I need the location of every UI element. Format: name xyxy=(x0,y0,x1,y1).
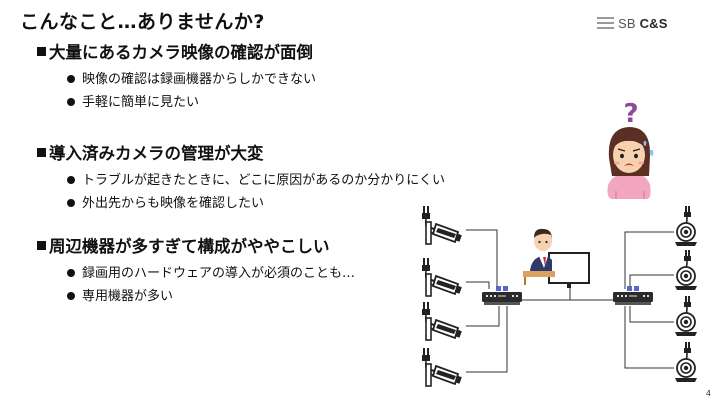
square-bullet-icon xyxy=(37,241,46,250)
camera-icon xyxy=(674,205,698,247)
network-links xyxy=(466,229,674,373)
bullet-list: トラブルが起きたときに、どこに原因があるのか分かりにくい 外出先からも映像を確認… xyxy=(37,169,445,215)
camera-icon xyxy=(674,341,698,383)
bullet-item: トラブルが起きたときに、どこに原因があるのか分かりにくい xyxy=(67,169,445,192)
camera-icon xyxy=(421,301,463,341)
bullet-item: 映像の確認は録画機器からしかできない xyxy=(67,68,316,91)
monitor-icon xyxy=(548,252,590,288)
camera-icon xyxy=(421,257,463,297)
camera-icon xyxy=(674,249,698,291)
section-1: 大量にあるカメラ映像の確認が面倒 映像の確認は録画機器からしかできない 手軽に簡… xyxy=(37,42,316,114)
section-2: 導入済みカメラの管理が大変 トラブルが起きたときに、どこに原因があるのか分かりに… xyxy=(37,143,445,215)
section-heading: 周辺機器が多すぎて構成がややこしい xyxy=(37,236,355,258)
worried-woman-icon: ? xyxy=(607,99,654,199)
page-number: 4 xyxy=(705,389,711,398)
network-switch-icon xyxy=(613,286,653,305)
slide-title: こんなこと…ありませんか? xyxy=(20,11,265,33)
section-3: 周辺機器が多すぎて構成がややこしい 録画用のハードウェアの導入が必須のことも… … xyxy=(37,236,355,308)
bullet-list: 録画用のハードウェアの導入が必須のことも… 専用機器が多い xyxy=(37,262,355,308)
logo-mark-icon xyxy=(597,17,614,29)
section-heading: 大量にあるカメラ映像の確認が面倒 xyxy=(37,42,316,64)
logo-text: SB C&S xyxy=(618,15,668,31)
bullet-item: 専用機器が多い xyxy=(67,285,355,308)
office-worker-icon xyxy=(523,228,555,285)
section-heading: 導入済みカメラの管理が大変 xyxy=(37,143,445,165)
camera-icon xyxy=(421,347,463,387)
network-switch-icon xyxy=(482,286,522,305)
bullet-item: 録画用のハードウェアの導入が必須のことも… xyxy=(67,262,355,285)
bullet-list: 映像の確認は録画機器からしかできない 手軽に簡単に見たい xyxy=(37,68,316,114)
sbcs-logo: SB C&S xyxy=(597,14,668,32)
camera-icon xyxy=(674,295,698,337)
bullet-item: 外出先からも映像を確認したい xyxy=(67,192,445,215)
square-bullet-icon xyxy=(37,148,46,157)
square-bullet-icon xyxy=(37,47,46,56)
bullet-item: 手軽に簡単に見たい xyxy=(67,91,316,114)
question-mark: ? xyxy=(623,99,638,129)
